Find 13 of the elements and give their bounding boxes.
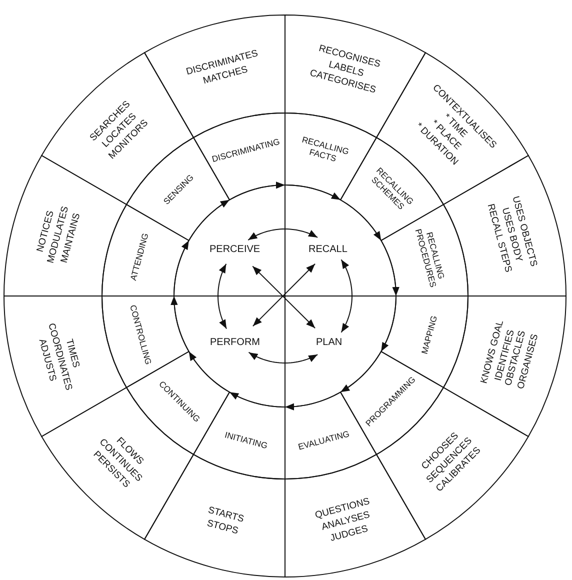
double-arrow — [248, 228, 318, 241]
double-arrow — [340, 259, 352, 333]
outer-segment — [4, 296, 127, 437]
phase-label: PLAN — [316, 337, 342, 348]
flow-arrow — [380, 240, 400, 296]
phase-label: PERCEIVE — [210, 244, 260, 256]
outer-segment — [144, 454, 286, 577]
phase-label: PERFORM — [210, 337, 260, 348]
flow-arrow — [340, 351, 382, 393]
phase-label: RECALL — [308, 244, 348, 256]
double-arrow — [248, 352, 318, 364]
ring-segment — [193, 113, 285, 200]
double-arrow — [218, 263, 228, 330]
